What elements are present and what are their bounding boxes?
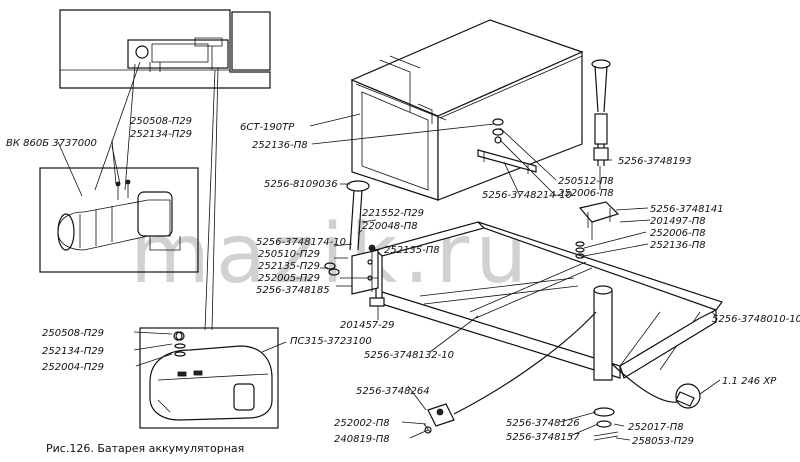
left-bracket xyxy=(324,244,385,307)
cap-8109036 xyxy=(346,180,370,251)
label-250512: 250512-П8 xyxy=(558,176,614,187)
label-250508b: 250508-П29 xyxy=(42,328,104,339)
label-5256-3748126: 5256-3748126 xyxy=(506,418,580,429)
part-labels: ВК 860Б 3737000 250508-П29 252134-П29 6С… xyxy=(6,116,800,447)
label-201497: 201497-П8 xyxy=(650,216,706,227)
label-252134a: 252134-П29 xyxy=(130,129,192,140)
relay-hardware xyxy=(174,331,186,357)
label-252006a: 252006-П8 xyxy=(558,188,614,199)
label-5256-3748174: 5256-3748174-10 xyxy=(256,237,346,248)
label-5256-3748010: 5256-3748010-10 xyxy=(712,314,800,325)
battery xyxy=(350,19,584,201)
label-xp: 1.1 246 ХР xyxy=(722,376,777,387)
label-battery: 6СТ-190ТР xyxy=(240,122,295,133)
label-250510: 250510-П29 xyxy=(258,249,320,260)
cable-left xyxy=(453,311,597,415)
plug-xp xyxy=(675,383,701,409)
label-5256-3748264: 5256-3748264 xyxy=(356,386,430,397)
clamp-bracket xyxy=(477,149,537,174)
label-221552: 221552-П29 xyxy=(362,208,424,219)
label-252005: 252005-П29 xyxy=(258,273,320,284)
label-5256-3748193: 5256-3748193 xyxy=(618,156,692,167)
battery-frame xyxy=(374,201,723,381)
label-252135a: 252135-П29 xyxy=(258,261,320,272)
label-220048: 220048-П8 xyxy=(362,221,418,232)
relay-inset xyxy=(139,327,279,429)
clamp-rod xyxy=(591,59,611,190)
label-ps315: ПС315-3723100 xyxy=(290,336,372,347)
figure-caption: Рис.126. Батарея аккумуляторная xyxy=(46,442,244,455)
label-5256-3748157: 5256-3748157 xyxy=(506,432,580,443)
cable-right xyxy=(611,363,679,403)
switch-inset xyxy=(39,167,199,273)
label-258053: 258053-П29 xyxy=(632,436,694,447)
watermark: mazik.ru xyxy=(130,207,533,302)
label-252135b: 252135-П8 xyxy=(384,245,440,256)
label-252136a: 252136-П8 xyxy=(252,140,308,151)
label-252134b: 252134-П29 xyxy=(42,346,104,357)
label-5256-3748214: 5256-3748214-10 xyxy=(482,190,572,201)
label-5256-8109036: 5256-8109036 xyxy=(264,179,338,190)
label-252017: 252017-П8 xyxy=(628,422,684,433)
label-252136b: 252136-П8 xyxy=(650,240,706,251)
label-250508a: 250508-П29 xyxy=(130,116,192,127)
label-201457: 201457-29 xyxy=(340,320,395,331)
label-240819: 240819-П8 xyxy=(334,434,390,445)
label-252002: 252002-П8 xyxy=(334,418,390,429)
label-252006b: 252006-П8 xyxy=(650,228,706,239)
battery-hardware xyxy=(492,118,504,144)
label-252004: 252004-П29 xyxy=(42,362,104,373)
label-5256-3748185: 5256-3748185 xyxy=(256,285,330,296)
label-5256-3748132: 5256-3748132-10 xyxy=(364,350,454,361)
connector-3748264 xyxy=(423,403,455,434)
leader-lines xyxy=(57,113,721,441)
vehicle-detail-inset xyxy=(59,9,271,89)
label-vk: ВК 860Б 3737000 xyxy=(6,138,97,149)
label-5256-3748141: 5256-3748141 xyxy=(650,204,724,215)
